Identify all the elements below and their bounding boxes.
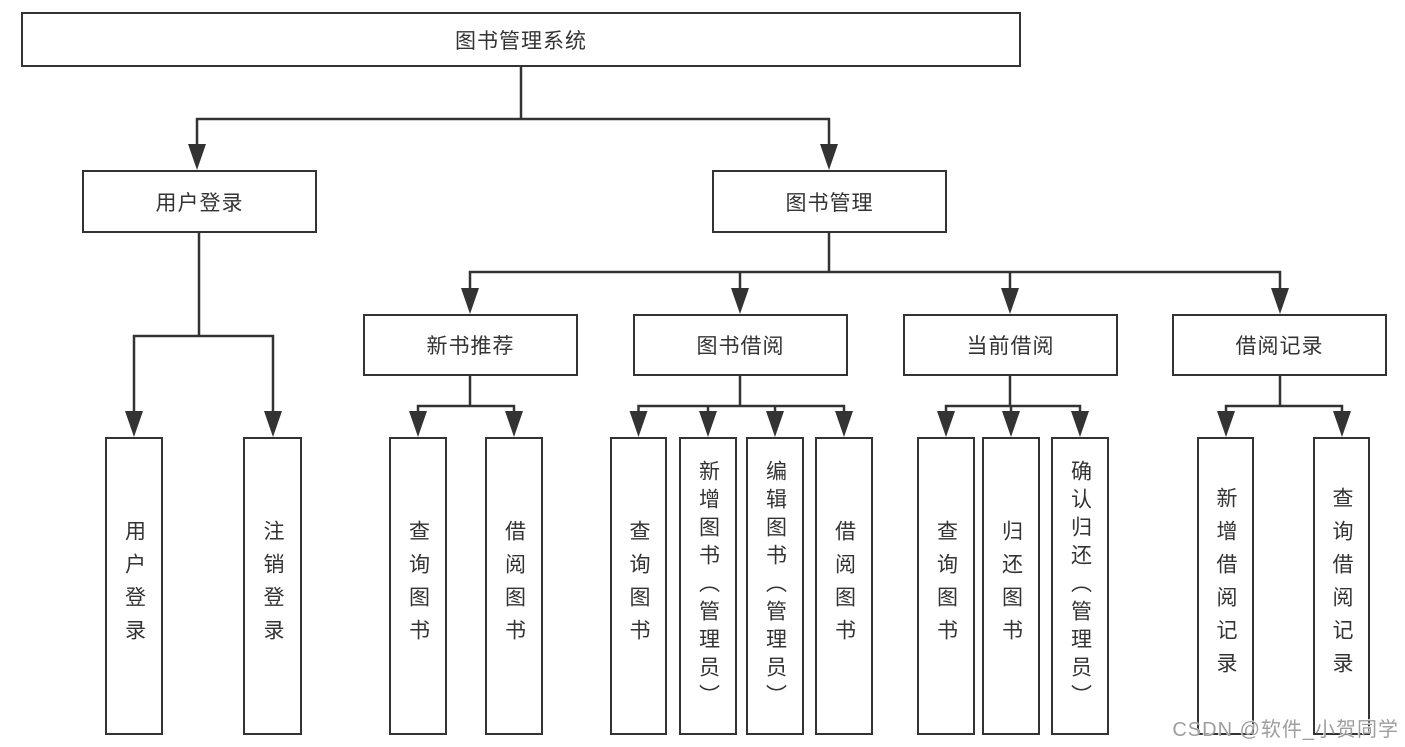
node-label: 新增借阅记录 — [1214, 487, 1237, 685]
node-label: 用户登录 — [155, 191, 244, 215]
node-logout: 注销登录 — [243, 437, 302, 735]
node-new-book-recommendation: 新书推荐 — [363, 314, 578, 376]
node-user-login-group: 用户登录 — [82, 170, 317, 233]
node-label: 注销登录 — [261, 520, 284, 652]
node-label: 借阅图书 — [502, 520, 526, 652]
node-label: 编辑图书（管理员） — [763, 460, 787, 712]
node-label: 查询图书 — [627, 520, 650, 652]
node-label: 借阅图书 — [832, 520, 856, 652]
node-add-borrow-record: 新增借阅记录 — [1197, 437, 1254, 735]
watermark: CSDN @软件_小贺同学 — [1172, 719, 1399, 741]
connector-book-management-to-level3 — [461, 233, 1289, 314]
node-label: 用户登录 — [122, 520, 146, 652]
node-label: 归还图书 — [999, 520, 1023, 652]
node-current-borrowing: 当前借阅 — [903, 314, 1118, 376]
connector-new-book-to-leaves — [409, 376, 523, 437]
node-user-login: 用户登录 — [105, 437, 163, 735]
node-label: 查询图书 — [406, 520, 430, 652]
node-book-management: 图书管理 — [712, 170, 947, 233]
connector-book-borrowing-to-leaves — [629, 376, 853, 437]
node-borrow-books-recommend: 借阅图书 — [485, 437, 543, 735]
connector-root-to-level2 — [188, 67, 838, 170]
node-query-books-borrowing: 查询图书 — [610, 437, 667, 735]
node-query-borrow-record: 查询借阅记录 — [1313, 437, 1370, 735]
node-label: 图书管理系统 — [455, 29, 587, 53]
node-label: 新增图书（管理员） — [696, 460, 720, 712]
node-label: 借阅记录 — [1235, 335, 1324, 358]
node-label: 新书推荐 — [426, 335, 515, 358]
node-query-books-recommend: 查询图书 — [389, 437, 447, 735]
connector-borrow-records-to-leaves — [1217, 376, 1351, 437]
node-query-books-current: 查询图书 — [917, 437, 975, 735]
node-book-borrowing: 图书借阅 — [633, 314, 848, 376]
node-label: 图书借阅 — [696, 335, 785, 358]
node-borrow-books-borrowing: 借阅图书 — [815, 437, 873, 735]
node-add-book-admin: 新增图书（管理员） — [679, 437, 737, 735]
connector-user-login-to-leaves — [125, 233, 282, 437]
node-label: 查询图书 — [934, 520, 958, 652]
connector-current-borrowing-to-leaves — [937, 376, 1089, 437]
node-confirm-return-admin: 确认归还（管理员） — [1051, 437, 1109, 735]
node-return-books: 归还图书 — [982, 437, 1040, 735]
node-edit-book-admin: 编辑图书（管理员） — [746, 437, 804, 735]
node-label: 确认归还（管理员） — [1068, 460, 1092, 712]
node-label: 当前借阅 — [966, 335, 1055, 358]
node-library-system: 图书管理系统 — [21, 12, 1021, 67]
node-borrowing-records: 借阅记录 — [1172, 314, 1387, 376]
node-label: 图书管理 — [785, 191, 874, 215]
node-label: 查询借阅记录 — [1330, 487, 1353, 685]
